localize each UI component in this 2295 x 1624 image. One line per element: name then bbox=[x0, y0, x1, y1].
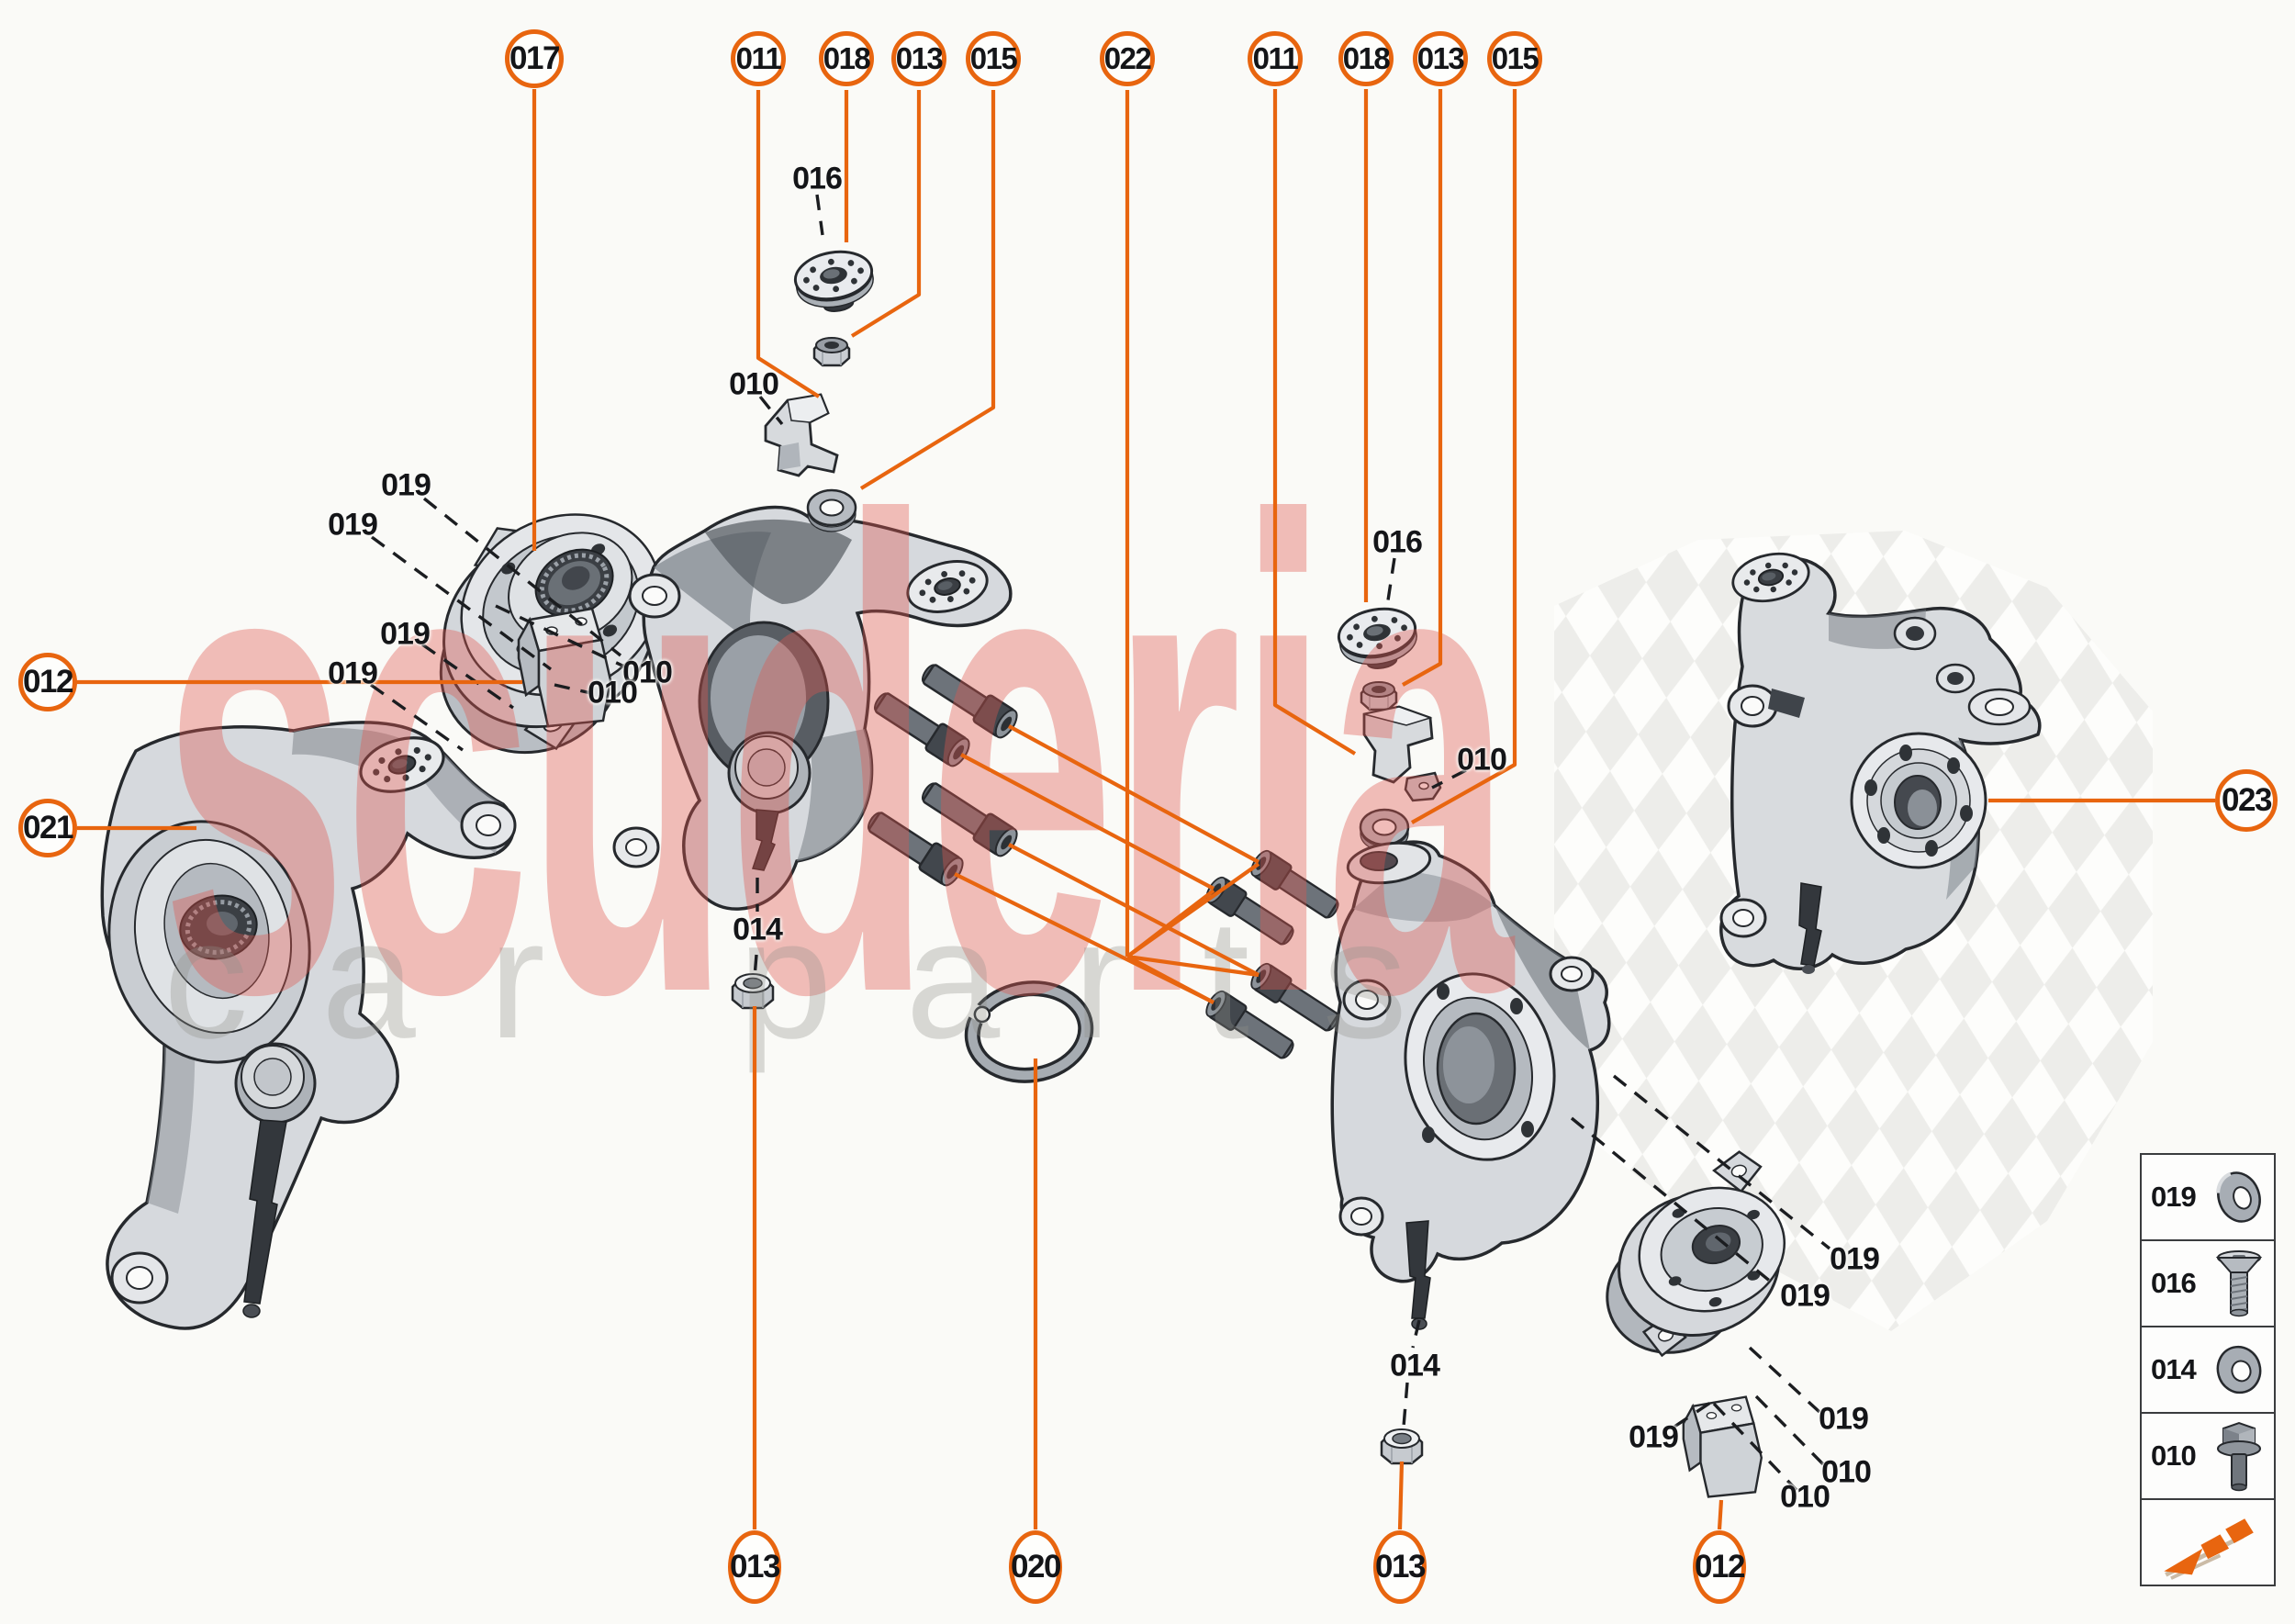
shield-bracket-left-illustration bbox=[517, 607, 612, 728]
part-label: 014 bbox=[733, 912, 783, 947]
callout-015-right[interactable]: 015 bbox=[1487, 31, 1542, 86]
part-label: 019 bbox=[1830, 1241, 1880, 1277]
legend-row-014: 014 bbox=[2142, 1327, 2274, 1414]
dashed-pointer-lines bbox=[370, 194, 1831, 1492]
part-label: 016 bbox=[792, 161, 843, 196]
callout-012-bottom[interactable]: 012 bbox=[1693, 1530, 1746, 1604]
part-label: 016 bbox=[1372, 524, 1423, 560]
part-label: 010 bbox=[729, 366, 779, 402]
washer-icon bbox=[2216, 1171, 2261, 1223]
scuderia-arrow-logo bbox=[2164, 1518, 2254, 1580]
steering-knuckle-left-illustration bbox=[100, 721, 517, 1330]
steering-knuckle-middle-illustration bbox=[612, 505, 1013, 911]
callout-011[interactable]: 011 bbox=[731, 31, 786, 86]
watermark: scuderia car parts bbox=[161, 383, 1524, 1132]
callout-013-right[interactable]: 013 bbox=[1413, 31, 1468, 86]
legend-row-logo bbox=[2142, 1500, 2274, 1585]
part-label: 019 bbox=[1629, 1419, 1679, 1455]
legend-row-010: 010 bbox=[2142, 1414, 2274, 1500]
flange-bolt-icon bbox=[2217, 1421, 2261, 1492]
legend-code: 016 bbox=[2151, 1267, 2197, 1299]
legend-code: 014 bbox=[2151, 1353, 2197, 1385]
callout-012-left[interactable]: 012 bbox=[18, 653, 77, 711]
callout-011-right[interactable]: 011 bbox=[1248, 31, 1303, 86]
callout-013-bottom-right[interactable]: 013 bbox=[1373, 1530, 1427, 1604]
part-label: 019 bbox=[328, 655, 378, 691]
legend-code: 010 bbox=[2151, 1439, 2197, 1472]
part-label: 019 bbox=[1819, 1401, 1869, 1437]
callout-018-right[interactable]: 018 bbox=[1338, 31, 1394, 86]
callout-022[interactable]: 022 bbox=[1100, 31, 1155, 86]
callout-013-bottom-left[interactable]: 013 bbox=[728, 1530, 781, 1604]
legend-code: 019 bbox=[2151, 1181, 2197, 1213]
part-label: 019 bbox=[380, 616, 431, 652]
part-label: 010 bbox=[1780, 1479, 1830, 1515]
part-label: 019 bbox=[381, 467, 431, 503]
watermark-title: scuderia bbox=[161, 383, 1515, 1132]
steering-knuckle-bottom-right-illustration bbox=[1330, 840, 1611, 1330]
watermark-subtitle: car parts bbox=[163, 885, 1407, 1074]
callout-017[interactable]: 017 bbox=[505, 29, 564, 88]
callout-018[interactable]: 018 bbox=[819, 31, 874, 86]
callout-013[interactable]: 013 bbox=[891, 31, 946, 86]
part-label: 010 bbox=[1457, 742, 1507, 778]
part-label: 019 bbox=[328, 507, 378, 543]
fastener-column-right-illustration bbox=[1333, 601, 1442, 853]
callout-leader-lines bbox=[75, 89, 2215, 1530]
washer-icon bbox=[2216, 1345, 2262, 1394]
callout-021[interactable]: 021 bbox=[18, 799, 77, 857]
legend-row-016: 016 bbox=[2142, 1241, 2274, 1327]
fastener-column-left-illustration bbox=[764, 244, 879, 533]
part-label: 019 bbox=[1780, 1278, 1830, 1314]
wheel-hub-bearing-bottom-right-illustration bbox=[1606, 1150, 1786, 1498]
callout-015[interactable]: 015 bbox=[966, 31, 1021, 86]
part-label: 010 bbox=[622, 655, 673, 690]
part-label: 014 bbox=[1390, 1348, 1440, 1383]
steering-knuckle-right-illustration bbox=[1719, 545, 2042, 974]
parts-legend: 019 016 014 bbox=[2140, 1153, 2276, 1586]
callout-023[interactable]: 023 bbox=[2215, 769, 2278, 832]
callout-020[interactable]: 020 bbox=[1009, 1530, 1062, 1604]
part-label: 010 bbox=[588, 675, 638, 711]
legend-row-019: 019 bbox=[2142, 1155, 2274, 1241]
countersunk-bolt-icon bbox=[2215, 1250, 2263, 1317]
part-label: 010 bbox=[1821, 1454, 1872, 1490]
